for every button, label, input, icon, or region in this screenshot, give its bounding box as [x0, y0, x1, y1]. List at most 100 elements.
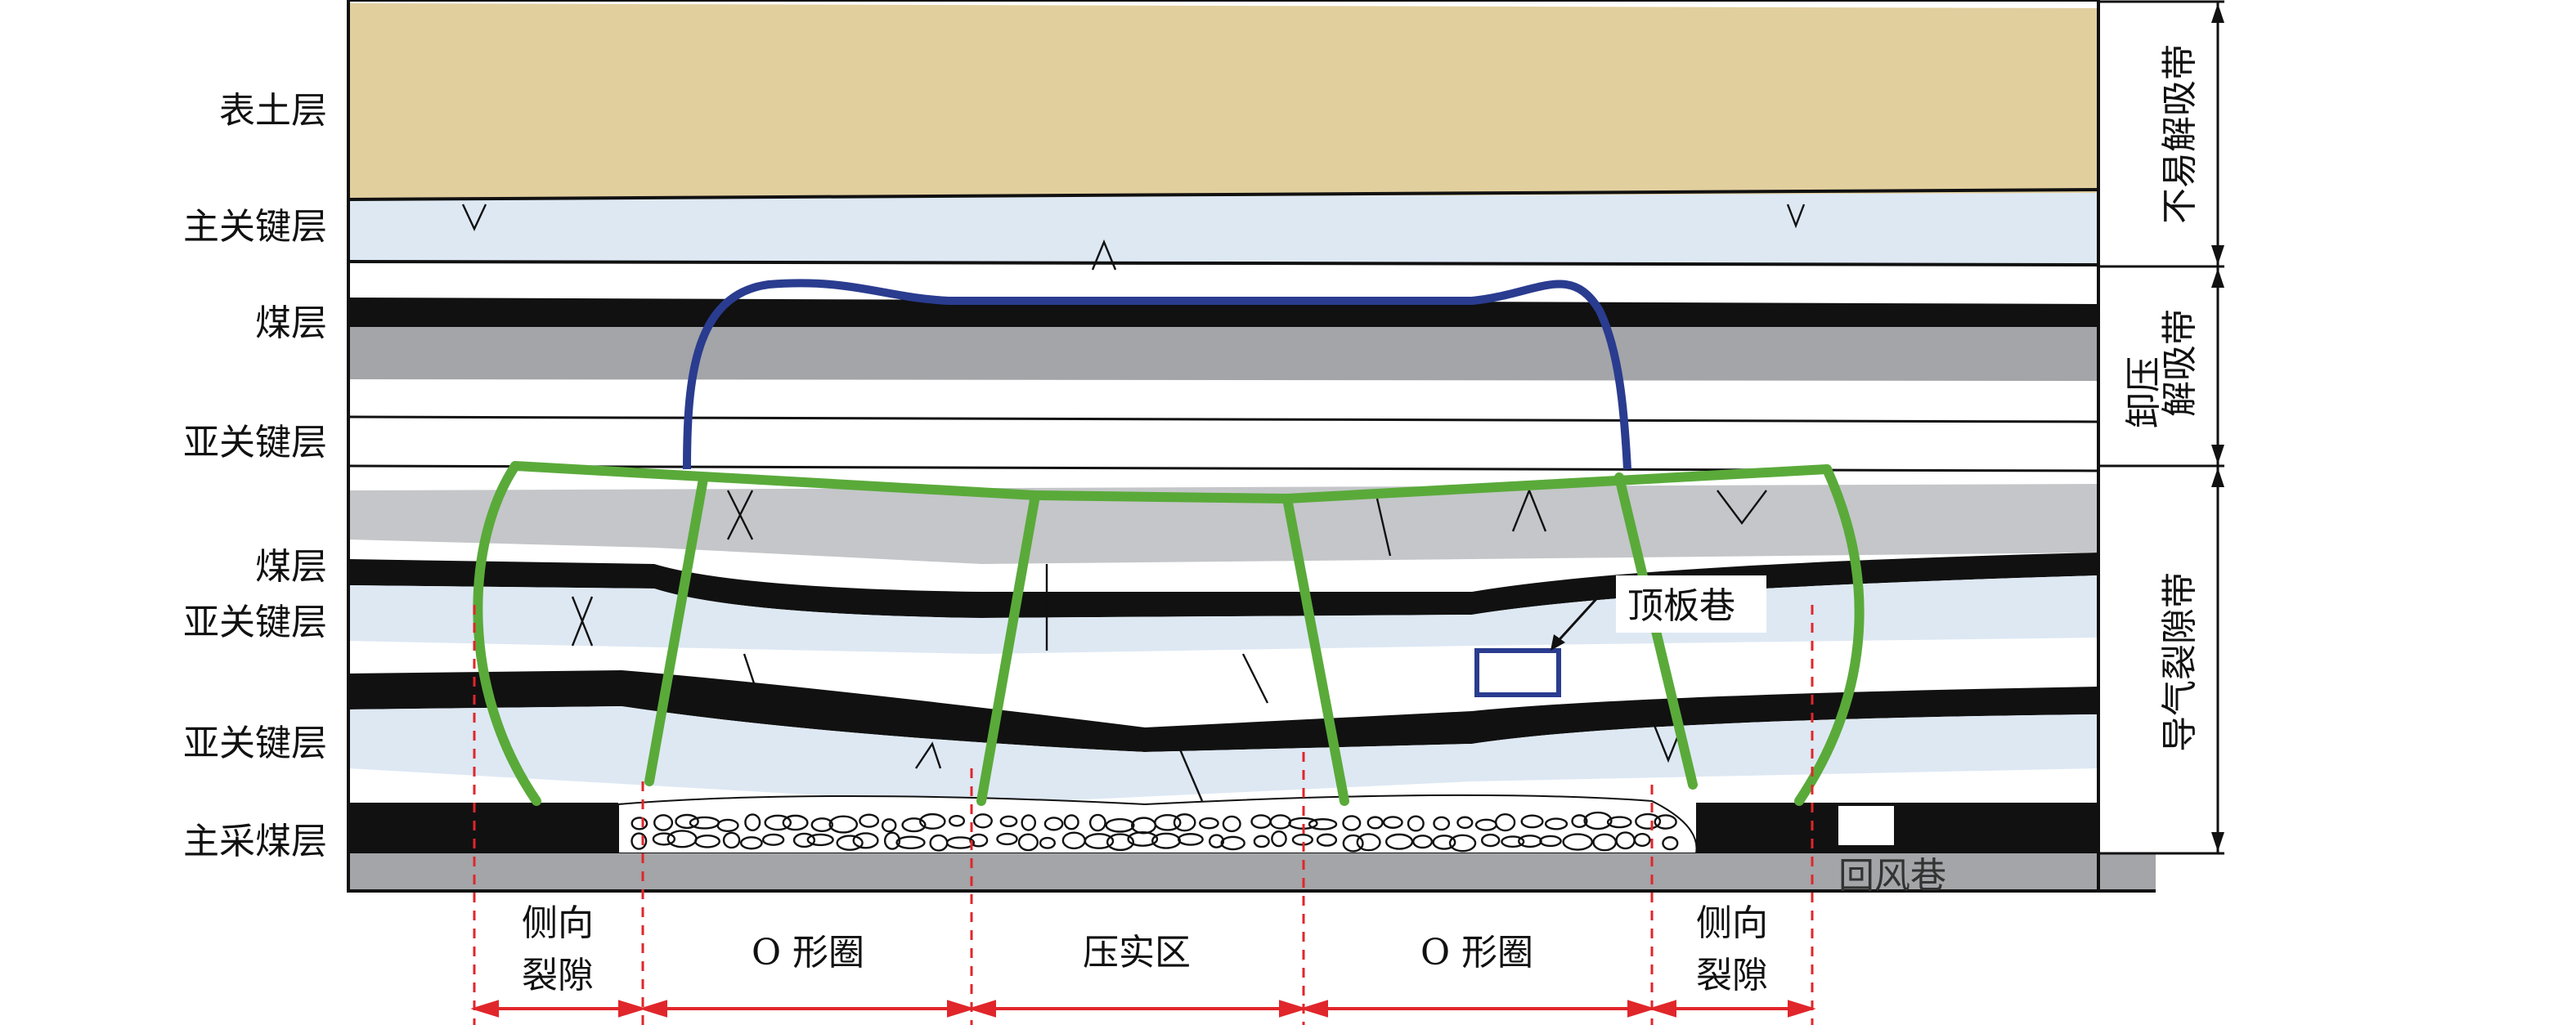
rubble-stone: [945, 836, 976, 849]
return-airway-label: 回风巷: [1838, 855, 1946, 897]
rubble-stone: [1384, 833, 1414, 850]
region-arrows: [470, 1000, 1816, 1018]
rubble-stone: [836, 835, 864, 851]
zone-scale: [2098, 0, 2224, 855]
rubble-stone: [653, 814, 674, 831]
rubble-stone: [631, 817, 648, 830]
middle-coal-seam: [348, 553, 2098, 618]
rubble-stone: [969, 833, 989, 848]
rubble-stone: [1544, 817, 1568, 830]
rubble-stone: [883, 831, 901, 850]
rubble-stone: [1308, 818, 1338, 830]
main-coal-seam-right: [1696, 803, 2098, 853]
rubble-stone: [1539, 835, 1562, 848]
upper-gray-rock: [348, 327, 2098, 381]
arrow-head: [1788, 1000, 1816, 1018]
rubble-stone: [1407, 815, 1425, 832]
zone-label-fracture: 导气裂隙带: [2159, 572, 2201, 752]
rubble-stone: [1356, 833, 1381, 852]
rubble-stone: [1562, 833, 1593, 851]
rubble-stone: [631, 832, 648, 850]
rubble-stones: [631, 811, 1679, 853]
rubble-stone: [1088, 813, 1106, 832]
roof-roadway-arrow: [1552, 590, 1604, 647]
rubble-stone: [1571, 814, 1588, 829]
rubble-stone: [852, 832, 879, 849]
arrow-head: [1627, 1000, 1656, 1018]
region-dividers: [473, 605, 1814, 1025]
rubble-stone: [1456, 816, 1474, 830]
rubble-stone: [1501, 835, 1525, 848]
rubble-stone: [1222, 815, 1241, 833]
region-label: 压实区: [1083, 932, 1191, 974]
rubble-stone: [859, 813, 880, 828]
rubble-stone: [1084, 833, 1115, 849]
rubble-stone: [744, 813, 761, 832]
rubble-stone: [1177, 833, 1204, 846]
arrow-head: [639, 1000, 667, 1018]
region-labels: 侧向 裂隙 O 形圈 压实区 O 形圈 侧向 裂隙: [522, 902, 1768, 996]
main-key-layer: [348, 193, 2098, 265]
rubble-stone: [1127, 831, 1159, 847]
rubble-stone: [716, 818, 739, 833]
rubble-stone: [1039, 836, 1056, 849]
rubble-stone: [972, 813, 993, 829]
rubble-stone: [792, 832, 816, 848]
rubble-stone: [761, 833, 785, 846]
region-label: 裂隙: [522, 955, 594, 996]
rubble-stone: [1606, 816, 1632, 829]
roof-roadway: [1474, 648, 1561, 697]
rubble-stone: [1432, 835, 1456, 850]
rubble-stone: [675, 813, 699, 830]
rubble-stone: [1043, 817, 1064, 831]
rubble-stone: [919, 812, 946, 830]
rubble-stone: [764, 814, 792, 831]
rubble-stone: [1433, 816, 1451, 831]
region-label: 侧向: [1696, 902, 1768, 944]
rubble-stone: [652, 832, 676, 846]
rubble-stone: [881, 818, 897, 833]
desorption-zone-boundary: [683, 279, 1631, 470]
rubble-stone: [895, 835, 926, 850]
layer-label: 亚关键层: [183, 422, 327, 463]
rubble-stone: [1105, 817, 1135, 833]
goaf-rubble: [617, 794, 1698, 854]
rubble-stone: [1520, 814, 1544, 829]
middle-gray-rock: [348, 484, 2098, 564]
arrow-head: [618, 1000, 647, 1018]
rubble-stone: [1633, 832, 1651, 847]
rubble-stone: [1208, 834, 1225, 848]
layer-label: 亚关键层: [183, 602, 327, 643]
rubble-stone: [1480, 833, 1501, 848]
lower-coal-seam: [348, 670, 2098, 752]
rubble-stone: [949, 814, 966, 827]
arrow-head: [1279, 1000, 1308, 1018]
zone-label-hard-desorption: 不易解吸带: [2159, 44, 2201, 224]
rubble-stone: [1342, 834, 1364, 853]
rubble-stone: [1220, 835, 1245, 851]
layer-label: 主关键层: [183, 206, 327, 248]
rubble-stone: [722, 831, 741, 849]
rubble-stone: [1662, 836, 1679, 851]
rubble-stone: [1021, 814, 1037, 831]
rubble-stone: [806, 833, 834, 847]
return-airway-box: [1838, 806, 1894, 845]
rubble-stone: [1154, 814, 1182, 831]
rubble-stone: [996, 832, 1018, 846]
fracture-marks: [461, 204, 1806, 802]
rubble-stone: [1017, 833, 1039, 852]
main-coal-seam-left: [348, 803, 618, 853]
region-label: 裂隙: [1696, 955, 1768, 996]
rubble-stone: [1635, 812, 1662, 830]
rubble-stone: [782, 814, 809, 831]
floor-rock: [348, 853, 2156, 891]
layer-label: 主采煤层: [183, 821, 327, 862]
arrow-head: [1299, 1000, 1328, 1018]
rubble-stone: [1316, 833, 1338, 847]
rubble-stone: [1271, 830, 1287, 848]
rubble-stone: [1173, 813, 1196, 832]
arrow-head: [947, 1000, 976, 1018]
arrow-head: [967, 1000, 996, 1018]
rubble-stone: [1063, 814, 1079, 830]
